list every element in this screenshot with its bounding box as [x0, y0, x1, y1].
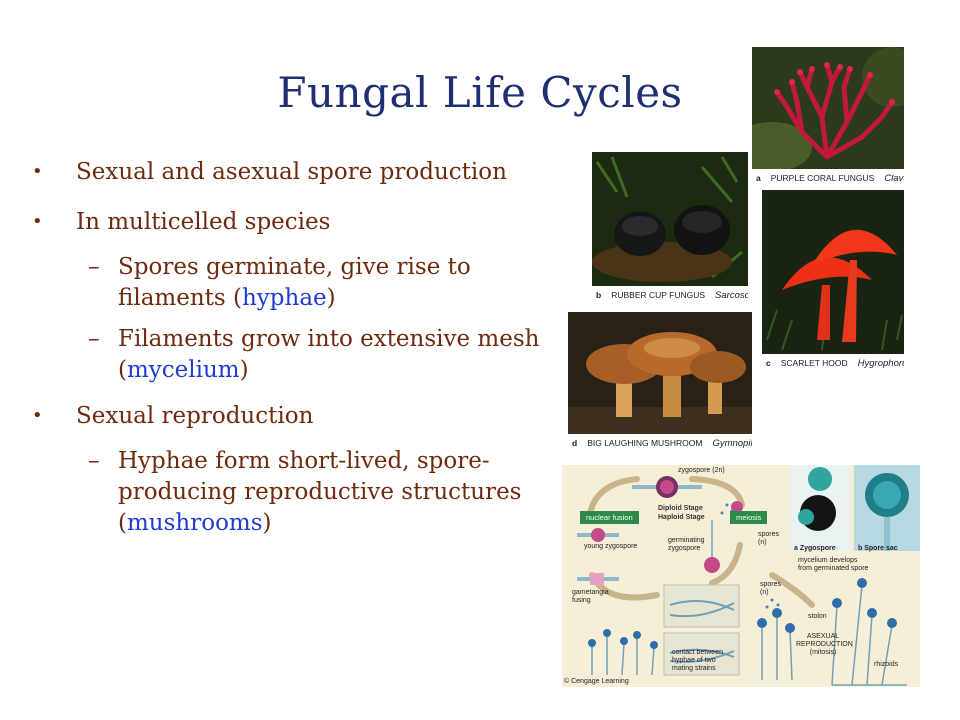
zygomycete-life-cycle-diagram: zygospore (2n) nuclear fusion meiosis Di… — [562, 465, 920, 687]
label-stolon: stolon — [808, 613, 827, 620]
bullet-item: • Sexual reproduction — [32, 402, 552, 430]
label-gametangia-fusing: gametangia fusing — [572, 589, 609, 604]
label-inset-zygospore: a Zygospore — [794, 545, 836, 552]
label-haploid-stage: Haploid Stage — [658, 514, 705, 521]
sub-bullet-text-end: ) — [239, 357, 249, 383]
label-nuclear-fusion: nuclear fusion — [580, 511, 639, 524]
label-rhizoids: rhizoids — [874, 661, 899, 668]
term-hyphae: hyphae — [241, 285, 327, 311]
bullet-item: • In multicelled species — [32, 208, 552, 236]
caption-genus: Sarcosoma — [715, 289, 748, 301]
photo-purple-coral-fungus: a PURPLE CORAL FUNGUS Clavaria — [752, 47, 904, 187]
label-germinating-zygospore: germinating zygospore — [668, 537, 705, 552]
label-credit: © Cengage Learning — [564, 678, 629, 685]
caption-common-name: RUBBER CUP FUNGUS — [611, 290, 706, 300]
bullet-list: • Sexual and asexual spore production • … — [32, 158, 552, 555]
caption-letter: a — [756, 173, 761, 183]
label-zygospore: zygospore (2n) — [678, 467, 725, 474]
term-mushrooms: mushrooms — [126, 510, 263, 536]
bullet-marker: • — [32, 405, 43, 426]
sub-bullet-text: Spores germinate, give rise to filaments… — [118, 254, 471, 311]
caption-common-name: SCARLET HOOD — [780, 358, 848, 368]
caption-letter: c — [766, 358, 771, 368]
sub-bullet-marker: – — [88, 254, 100, 280]
caption-genus: Clavaria — [884, 172, 904, 184]
cup-fungus-illustration — [592, 152, 748, 286]
label-spores-bottom: spores (n) — [760, 581, 782, 596]
sub-bullet-text: Hyphae form short-lived, spore-producing… — [118, 448, 522, 536]
photo-caption: a PURPLE CORAL FUNGUS Clavaria — [752, 169, 904, 187]
caption-common-name: BIG LAUGHING MUSHROOM — [587, 438, 703, 448]
sub-bullet-text-end: ) — [326, 285, 336, 311]
caption-letter: b — [596, 290, 602, 300]
bullet-text: Sexual reproduction — [76, 403, 314, 429]
caption-common-name: PURPLE CORAL FUNGUS — [770, 173, 875, 183]
life-cycle-artwork — [577, 465, 920, 686]
label-asexual-reproduction: ASEXUAL REPRODUCTION (mitosis) — [796, 633, 853, 656]
label-young-zygospore: young zygospore — [584, 543, 638, 550]
label-spores-top: spores (n) — [758, 531, 780, 546]
sub-bullet-marker: – — [88, 326, 100, 352]
bullet-text: In multicelled species — [76, 209, 331, 235]
bullet-text: Sexual and asexual spore production — [76, 159, 507, 185]
sub-bullet-text-end: ) — [262, 510, 272, 536]
label-contact-hyphae: contact between hyphae of two mating str… — [672, 649, 723, 672]
caption-genus: Gymnopilus — [712, 437, 752, 449]
photo-scarlet-hood: c SCARLET HOOD Hygrophorus — [762, 190, 904, 372]
scarlet-hood-illustration — [762, 190, 904, 354]
label-inset-spore-sac: b Spore sac — [858, 545, 898, 552]
term-mycelium: mycelium — [126, 357, 240, 383]
label-mycelium-develops: mycelium develops from germinated spore — [798, 557, 869, 572]
bullet-marker: • — [32, 161, 43, 182]
photo-rubber-cup-fungus: b RUBBER CUP FUNGUS Sarcosoma — [592, 152, 748, 304]
photo-big-laughing-mushroom: d BIG LAUGHING MUSHROOM Gymnopilus — [568, 312, 752, 452]
sub-bullet-marker: – — [88, 448, 100, 474]
photo-caption: c SCARLET HOOD Hygrophorus — [762, 354, 904, 372]
bullet-item: • Sexual and asexual spore production — [32, 158, 552, 186]
bullet-marker: • — [32, 211, 43, 232]
sub-bullet-text: Filaments grow into extensive mesh ( — [118, 326, 540, 383]
label-diploid-stage: Diploid Stage — [658, 505, 703, 512]
label-meiosis: meiosis — [730, 511, 768, 524]
slide-title: Fungal Life Cycles — [277, 68, 683, 117]
sub-bullet-item: – Hyphae form short-lived, spore-produci… — [32, 446, 552, 539]
caption-genus: Hygrophorus — [857, 357, 904, 369]
sub-bullet-item: – Filaments grow into extensive mesh (my… — [32, 324, 552, 386]
caption-letter: d — [572, 438, 578, 448]
coral-fungus-illustration — [752, 47, 904, 169]
zygospore-top — [632, 476, 702, 498]
sub-bullet-item: – Spores germinate, give rise to filamen… — [32, 252, 552, 314]
laughing-mushroom-illustration — [568, 312, 752, 434]
photo-caption: d BIG LAUGHING MUSHROOM Gymnopilus — [568, 434, 752, 452]
photo-caption: b RUBBER CUP FUNGUS Sarcosoma — [592, 286, 748, 304]
